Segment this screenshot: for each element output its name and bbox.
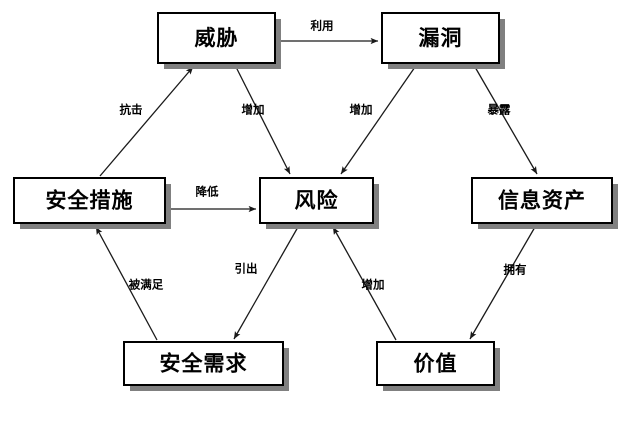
node-box-value[interactable] [376,341,495,386]
node-asset[interactable]: 信息资产 [471,177,618,229]
edge-labels-layer: 利用抗击增加增加暴露降低被满足引出增加拥有 [120,19,527,292]
edge-asset-owns-value [469,226,536,340]
edge-requirement-satisfied-by-safeguard [95,226,158,341]
edge-line-risk-derives-requirement [233,226,299,340]
edge-label-asset-owns-value: 拥有 [504,263,527,277]
node-label-requirement: 安全需求 [160,352,248,376]
node-label-threat: 威胁 [195,26,239,50]
node-requirement[interactable]: 安全需求 [123,341,289,391]
edge-line-value-increases-risk [332,226,397,341]
edge-label-threat-exploits-vulnerability: 利用 [310,19,334,33]
node-box-vulnerability[interactable] [381,12,500,64]
edge-line-asset-owns-value [469,226,536,340]
edge-vulnerability-exposes-asset [474,66,538,175]
node-box-requirement[interactable] [123,341,284,386]
edges-layer [95,37,538,341]
edge-label-safeguard-reduces-risk: 降低 [196,185,219,199]
node-risk[interactable]: 风险 [259,177,379,229]
edge-vulnerability-increases-risk [340,66,416,175]
node-label-asset: 信息资产 [498,189,586,213]
node-value[interactable]: 价值 [376,341,500,391]
edge-label-value-increases-risk: 增加 [362,278,385,292]
node-label-value: 价值 [414,352,458,376]
edge-risk-derives-requirement [233,226,299,340]
node-label-vulnerability: 漏洞 [419,26,463,50]
edge-label-vulnerability-increases-risk: 增加 [350,103,373,117]
edge-label-requirement-satisfied-by-safeguard: 被满足 [129,278,164,292]
node-vulnerability[interactable]: 漏洞 [381,12,505,69]
node-box-risk[interactable] [259,177,374,224]
edge-line-vulnerability-increases-risk [340,66,416,175]
edge-line-safeguard-counters-threat [99,66,194,177]
node-threat[interactable]: 威胁 [157,12,281,69]
node-label-risk: 风险 [295,189,339,213]
edge-label-threat-increases-risk: 增加 [242,103,265,117]
edge-label-vulnerability-exposes-asset: 暴露 [487,103,511,117]
node-box-safeguard[interactable] [13,177,166,224]
edge-label-risk-derives-requirement: 引出 [235,262,258,276]
node-label-safeguard: 安全措施 [46,189,134,213]
edge-line-vulnerability-exposes-asset [474,66,538,175]
edge-value-increases-risk [332,226,397,341]
node-safeguard[interactable]: 安全措施 [13,177,171,229]
node-box-threat[interactable] [157,12,276,64]
edge-safeguard-counters-threat [99,66,194,177]
edge-line-threat-increases-risk [235,66,291,175]
edge-line-requirement-satisfied-by-safeguard [95,226,158,341]
edge-threat-increases-risk [235,66,291,175]
edge-label-safeguard-counters-threat: 抗击 [120,103,143,117]
node-box-asset[interactable] [471,177,613,224]
